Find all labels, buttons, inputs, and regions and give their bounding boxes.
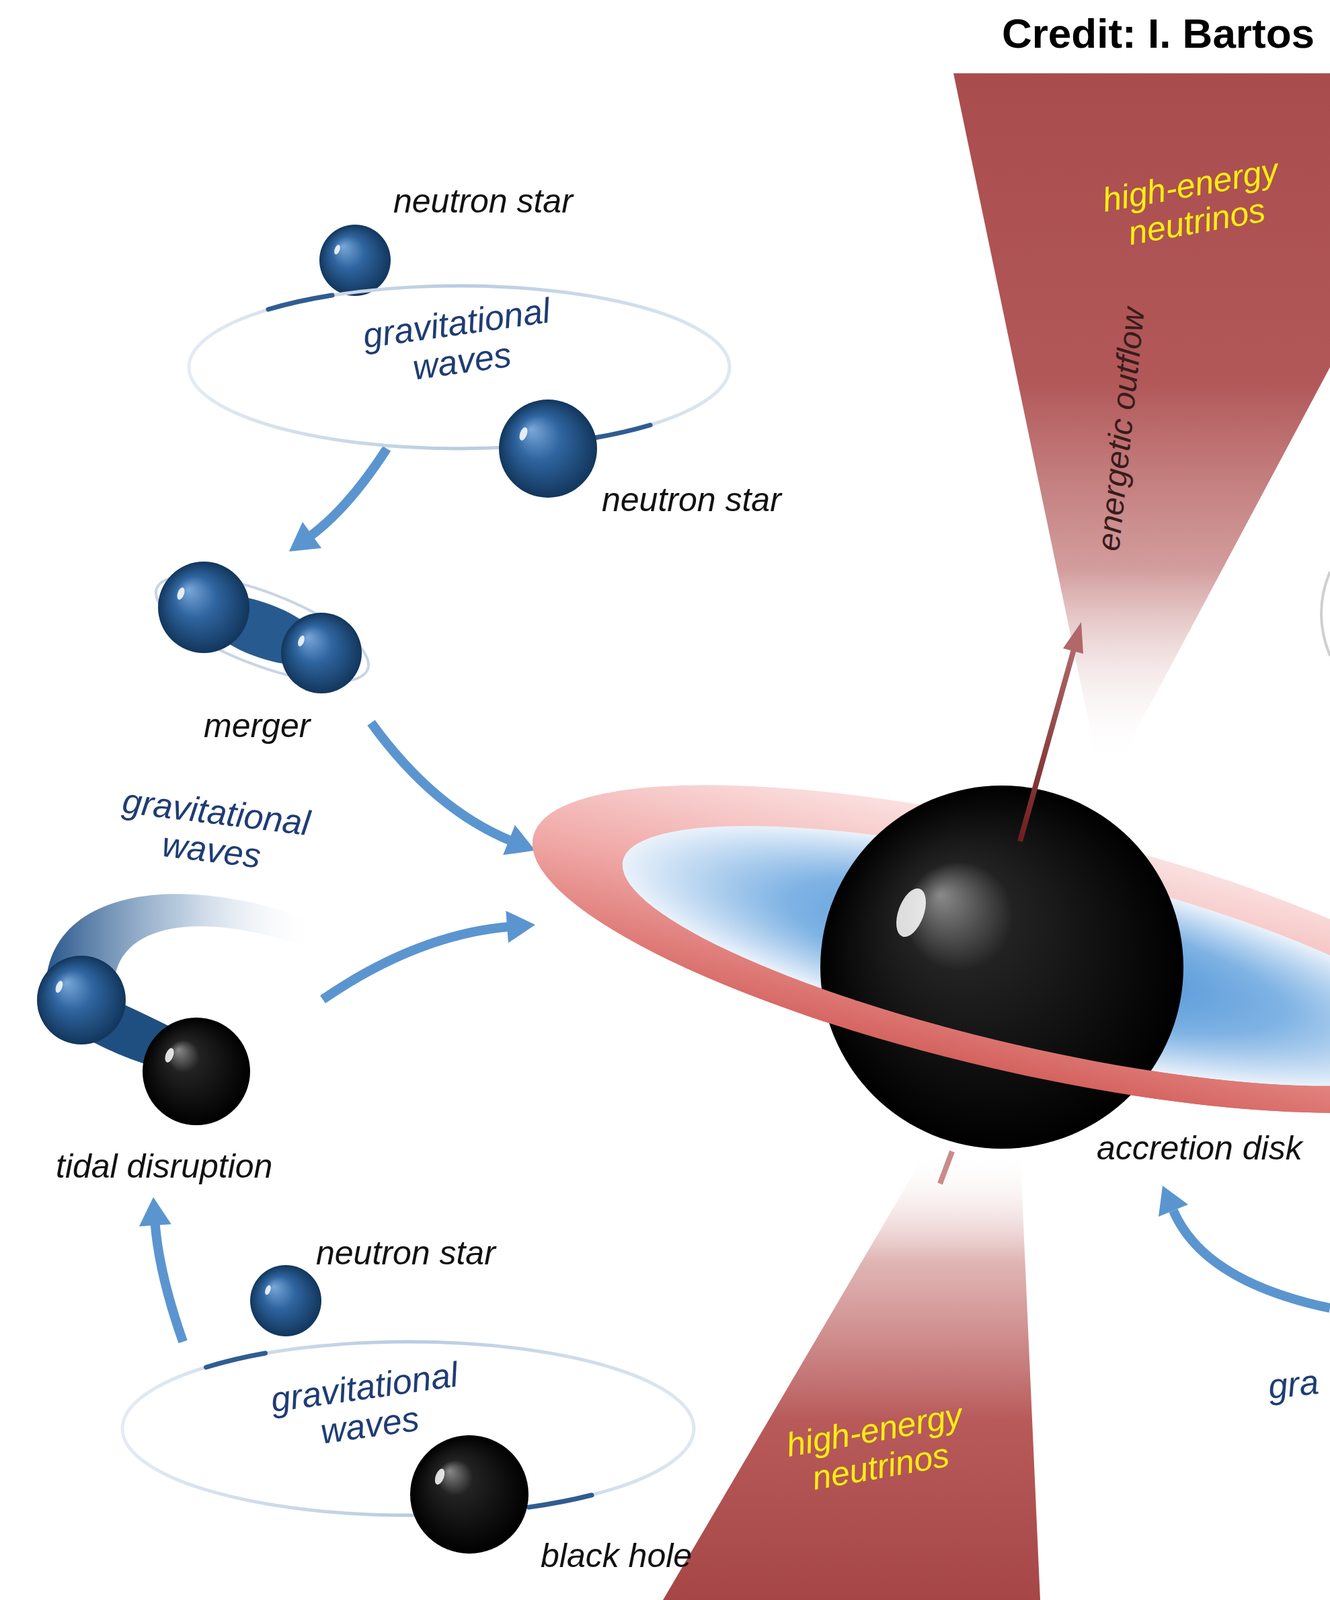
highlight	[163, 1046, 176, 1064]
neutron-star: neutron star	[495, 396, 786, 525]
label-holder: gra	[1268, 1364, 1319, 1404]
black-hole	[142, 1017, 251, 1125]
neutron-star-ball	[498, 399, 598, 498]
credit-text: Credit: I. Bartos	[1001, 10, 1315, 57]
neutrino-label: high-energy neutrinos	[771, 1394, 984, 1503]
label-holder: high-energy neutrinos	[776, 1411, 979, 1486]
partial-arc	[1321, 571, 1330, 656]
label-holder: Credit: I. Bartos	[1001, 10, 1315, 57]
neutron-star	[281, 612, 362, 694]
arrow-line	[307, 448, 387, 538]
tidal-disruption-stage: tidal disruption	[33, 867, 323, 1197]
outflow-label: energetic outflow	[1090, 305, 1152, 553]
neutron-star-ball	[319, 224, 391, 296]
outflow-jet	[953, 73, 1330, 764]
neutron-star: neutron star	[316, 180, 579, 302]
flow-arrow	[322, 910, 536, 1000]
accretion-disk-front	[505, 834, 1330, 1181]
highlight	[175, 586, 186, 601]
neutron-star-ball	[250, 1264, 322, 1337]
outflow-arrow-head	[1063, 621, 1084, 654]
binary-orbit: gravitational waves	[188, 285, 730, 449]
neutron-star: neutron star	[247, 1231, 500, 1339]
highlight	[332, 244, 341, 255]
arrow-head	[502, 825, 536, 856]
neutrino-label: high-energy neutrinos	[1087, 149, 1300, 258]
orbit-trail	[529, 1494, 592, 1507]
highlight	[296, 634, 306, 648]
object-label: neutron star	[316, 1234, 496, 1272]
wave-label: gravitational waves	[104, 779, 323, 883]
jet-axis	[940, 1151, 953, 1184]
stage-label: merger	[203, 707, 310, 745]
outflow-jet	[662, 1148, 1041, 1600]
orbit-path	[188, 285, 730, 449]
orbit-trail	[594, 424, 651, 438]
orbit-trail	[206, 1352, 266, 1367]
disk-rim	[505, 834, 1330, 1181]
accretion-disk-back	[505, 717, 1330, 1181]
label-holder: high-energy neutrinos	[1092, 166, 1295, 241]
label-holder: energetic outflow	[999, 411, 1244, 448]
flow-arrow	[139, 1196, 183, 1342]
arrow-line	[154, 1219, 183, 1342]
arrow-head	[1158, 1185, 1189, 1217]
orbit-path	[122, 1341, 694, 1515]
wave-label: gra	[1266, 1362, 1321, 1406]
arrow-head	[289, 521, 322, 552]
accretion-disk-system-shape	[535, 779, 1309, 1164]
neutron-star	[158, 561, 250, 653]
arrow-head	[139, 1196, 172, 1226]
stage-label: tidal disruption	[55, 1147, 273, 1185]
disk-outer	[505, 717, 1330, 1181]
arrow-line	[371, 722, 514, 842]
highlight	[517, 426, 530, 442]
accretion-disk-system: accretion disk	[535, 779, 1309, 1171]
orbit-trail	[268, 295, 333, 310]
wave-label: gravitational waves	[350, 289, 569, 396]
black-hole-ball	[410, 1434, 529, 1554]
black-hole: black hole	[407, 1432, 697, 1581]
highlight	[53, 979, 64, 994]
neutron-star	[36, 955, 126, 1045]
outflow-arrow	[1020, 646, 1075, 842]
label-holder: gravitational waves	[108, 792, 319, 870]
highlight	[890, 884, 932, 941]
merger-stage: merger	[149, 551, 372, 751]
object-label: accretion disk	[1096, 1129, 1303, 1167]
highlight	[263, 1284, 272, 1296]
arrow-line	[322, 926, 513, 1000]
object-label: neutron star	[601, 481, 782, 519]
highlight	[433, 1467, 447, 1486]
arrow-head	[505, 910, 536, 943]
flow-arrow	[371, 722, 536, 856]
flow-arrow	[289, 448, 387, 552]
binary-orbit: gravitational waves	[122, 1341, 694, 1515]
object-label: neutron star	[393, 182, 573, 220]
orbit-ring	[143, 554, 381, 703]
object-label: black hole	[540, 1537, 692, 1575]
incoming-arrow	[1173, 1210, 1330, 1308]
